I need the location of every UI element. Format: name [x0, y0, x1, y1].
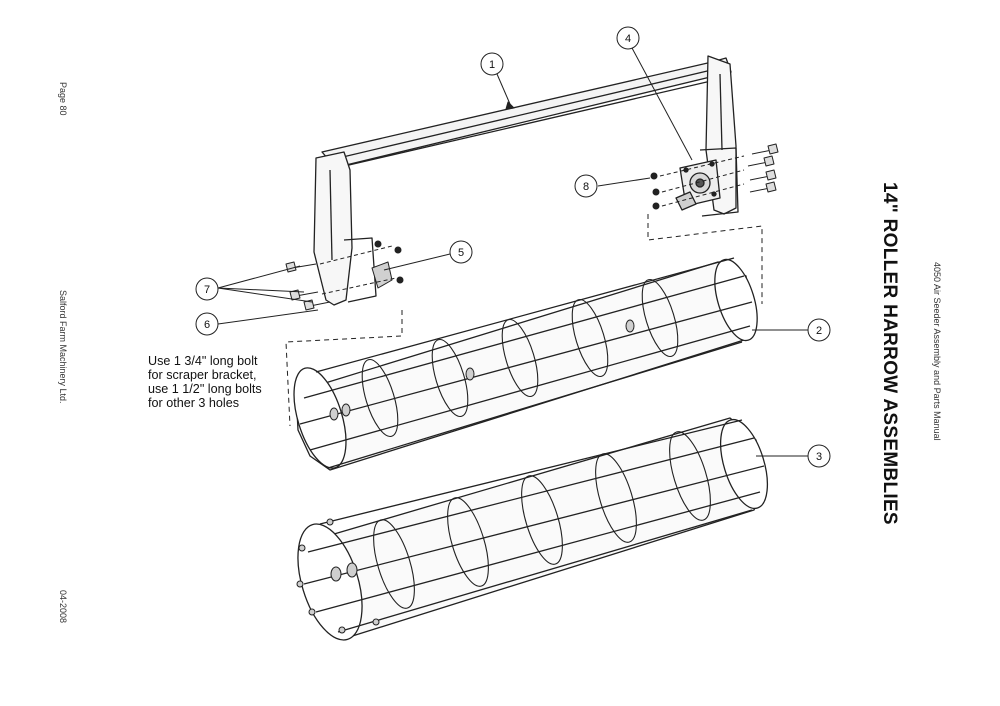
note-line: use 1 1/2" long bolts — [148, 382, 262, 396]
assembly-note: Use 1 3/4" long bolt for scraper bracket… — [148, 354, 262, 410]
callout-8: 8 — [583, 181, 589, 193]
callout-labels: 1 4 8 5 7 6 2 3 — [204, 33, 822, 463]
front-roller — [293, 257, 758, 471]
right-hardware — [650, 143, 779, 210]
note-line: for other 3 holes — [148, 396, 240, 410]
callout-circles — [195, 26, 831, 468]
callout-7: 7 — [204, 284, 210, 296]
callout-1: 1 — [489, 59, 495, 71]
leader-lines — [217, 47, 808, 457]
callout-6: 6 — [204, 319, 210, 331]
alignment-lines — [285, 214, 763, 427]
note-line: Use 1 3/4" long bolt — [148, 354, 258, 368]
rear-roller — [296, 417, 769, 641]
bearing-part — [675, 159, 721, 211]
callout-4: 4 — [625, 33, 631, 45]
callout-3: 3 — [816, 451, 822, 463]
callout-5: 5 — [458, 247, 464, 259]
note-line: for scraper bracket, — [148, 368, 257, 382]
callout-2: 2 — [816, 325, 822, 337]
